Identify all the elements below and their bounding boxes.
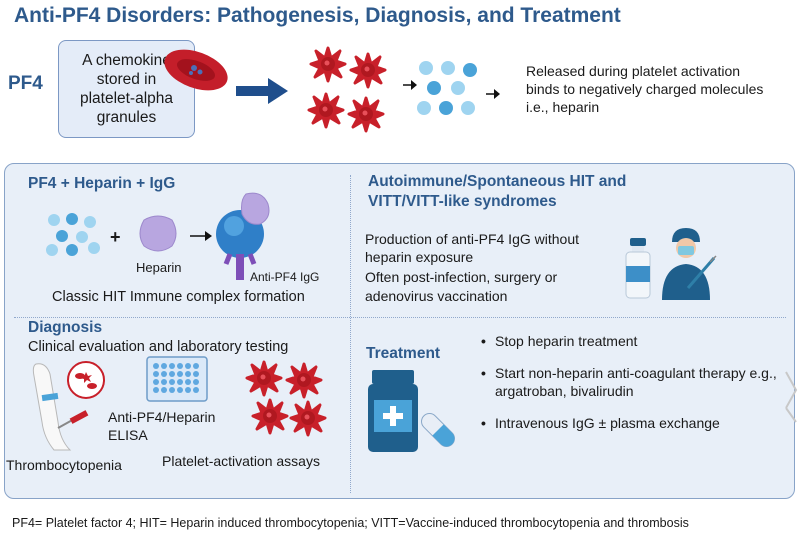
- arm-blood-draw-icon: [32, 361, 105, 451]
- activated-platelet-icon: [307, 46, 387, 133]
- bullet-dot: •: [481, 365, 486, 381]
- chevron-right-icon[interactable]: [784, 370, 798, 426]
- elisa-plate-icon: [146, 356, 208, 402]
- thrombocytopenia-label: Thrombocytopenia: [6, 457, 122, 473]
- vertical-divider: [350, 175, 351, 493]
- diagnosis-title: Diagnosis: [28, 319, 103, 336]
- elisa-label-line-2: ELISA: [108, 427, 148, 443]
- chemokine-line-1: A chemokine: [82, 52, 171, 69]
- heparin-icon: [139, 215, 177, 252]
- elisa-label-line-1: Anti-PF4/Heparin: [108, 409, 216, 425]
- pf4-molecule-icon: [417, 61, 477, 115]
- capsule-icon: [421, 413, 455, 447]
- chemokine-line-4: granules: [96, 109, 157, 126]
- autoimmune-text-line-1: Production of anti-PF4 IgG without: [365, 231, 579, 247]
- complex-caption: Classic HIT Immune complex formation: [52, 289, 305, 305]
- red-blood-cell-icon: [164, 49, 228, 91]
- platelet-assays-label: Platelet-activation assays: [162, 453, 320, 469]
- arrow-right-icon: [403, 80, 417, 90]
- page-title: Anti-PF4 Disorders: Pathogenesis, Diagno…: [14, 4, 621, 27]
- treatment-list: • Stop heparin treatment • Start non-hep…: [481, 332, 781, 446]
- pf4-molecule-icon: [46, 213, 100, 256]
- autoimmune-title-line-1: Autoimmune/Spontaneous HIT and: [368, 173, 627, 190]
- treatment-item-text: Stop heparin treatment: [495, 333, 638, 349]
- list-item: • Intravenous IgG ± plasma exchange: [481, 414, 781, 432]
- complex-title: PF4 + Heparin + IgG: [28, 175, 176, 192]
- autoimmune-text-line-3: Often post-infection, surgery or: [365, 269, 558, 285]
- arrow-right-icon: [190, 231, 212, 241]
- list-item: • Stop heparin treatment: [481, 332, 781, 350]
- heparin-label: Heparin: [136, 260, 182, 275]
- treatment-item-text: Start non-heparin anti-coagulant therapy…: [495, 365, 777, 399]
- autoimmune-title-line-2: VITT/VITT-like syndromes: [368, 193, 557, 210]
- treatment-title: Treatment: [366, 345, 441, 362]
- arrow-right-icon: [236, 78, 288, 104]
- vaccine-vial-icon: [625, 238, 651, 299]
- bullet-dot: •: [481, 415, 486, 431]
- chemokine-line-2: stored in: [96, 71, 157, 88]
- activated-platelet-icon: [245, 360, 327, 437]
- bullet-dot: •: [481, 333, 486, 349]
- autoimmune-text-line-4: adenovirus vaccination: [365, 288, 508, 304]
- antibody-icon: [216, 192, 270, 280]
- treatment-item-text: Intravenous IgG ± plasma exchange: [495, 415, 720, 431]
- doctor-icon: [662, 228, 717, 300]
- chemokine-line-3: platelet-alpha: [79, 90, 174, 107]
- autoimmune-text-line-2: heparin exposure: [365, 249, 474, 265]
- footnote: PF4= Platelet factor 4; HIT= Heparin ind…: [12, 516, 689, 530]
- pf4-label: PF4: [8, 73, 43, 94]
- medicine-bottle-icon: [368, 370, 418, 452]
- diagnosis-subtitle: Clinical evaluation and laboratory testi…: [28, 339, 289, 355]
- list-item: • Start non-heparin anti-coagulant thera…: [481, 364, 781, 400]
- arrow-right-icon: [486, 89, 500, 99]
- pf4-release-text: Released during platelet activation bind…: [526, 63, 764, 115]
- antibody-label: Anti-PF4 IgG: [250, 270, 320, 284]
- horizontal-divider: [14, 317, 786, 318]
- plus-sign: +: [110, 227, 121, 247]
